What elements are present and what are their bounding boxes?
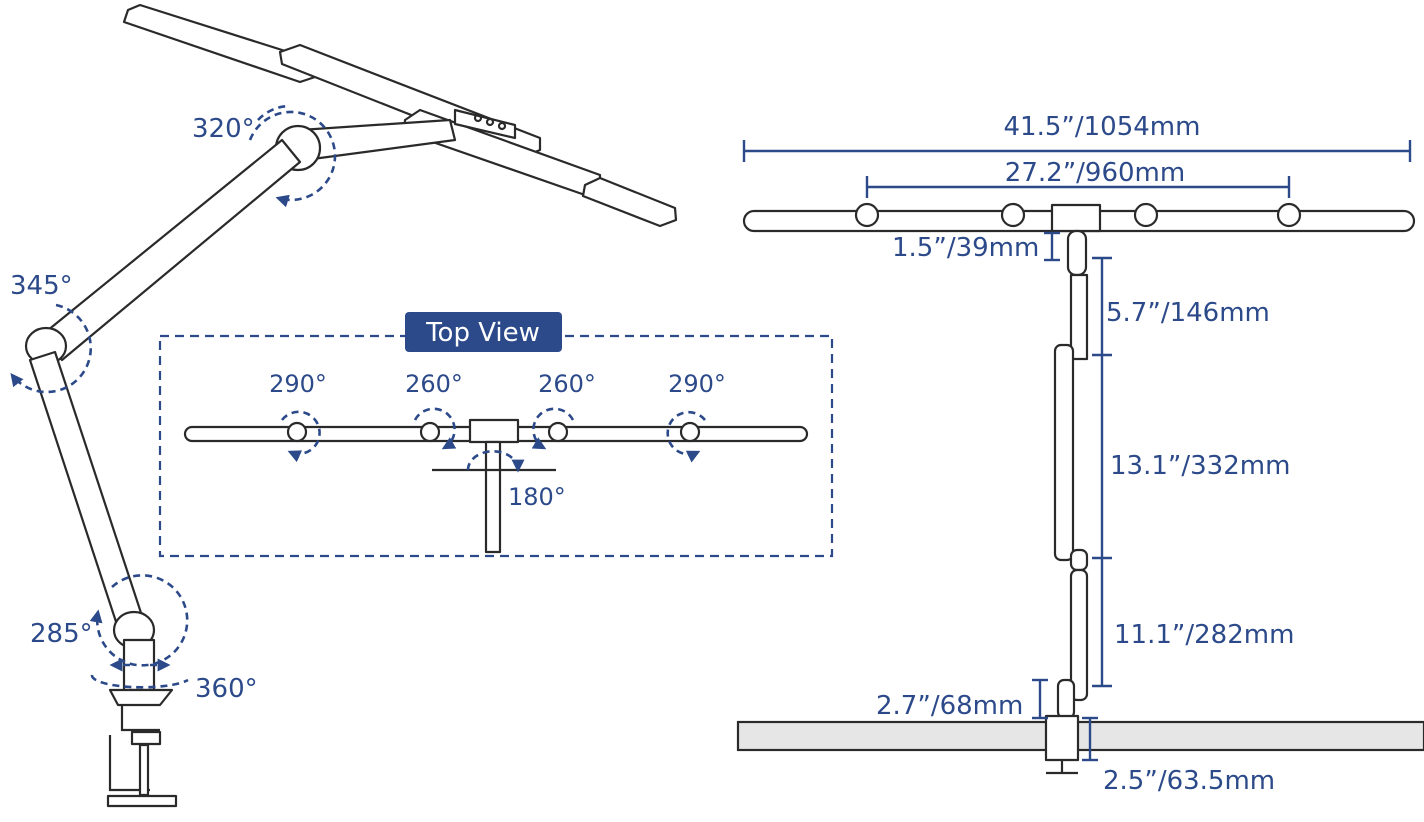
upper-arm (40, 138, 302, 362)
rotation-indicator-top (248, 104, 337, 208)
front-view-lower-arm (1069, 568, 1089, 702)
light-bar-hub (453, 108, 517, 140)
top-view-stem (484, 440, 502, 554)
top-view-rotation-1: 290° (269, 370, 327, 398)
label-middle-arm: 13.1”/332mm (1110, 451, 1290, 481)
label-hub-offset: 1.5”/39mm (892, 233, 1039, 263)
dimension-middle-arm (1092, 355, 1112, 560)
side-view-drawing: 320° 345° 285° 360° (10, 3, 678, 808)
top-view-joint-1 (286, 421, 308, 443)
top-view-rotation-center: 180° (508, 483, 566, 511)
top-view-panel: Top View 290° 260° 260° 290° 180° (158, 312, 834, 558)
desk-clamp (106, 688, 178, 808)
rotation-indicator-elbow (10, 303, 93, 394)
dimension-hub-offset (1044, 231, 1060, 262)
front-view-joint-2 (1000, 202, 1026, 228)
dimension-inner-width (865, 176, 1291, 198)
front-view-base-post (1056, 678, 1076, 720)
top-view-rotation-2: 260° (405, 370, 463, 398)
front-view-joint-3 (1133, 202, 1159, 228)
front-view-drawing: 41.5”/1054mm 27.2”/960mm 1.5”/39mm 5.7”/… (736, 112, 1424, 796)
top-view-joint-4 (679, 421, 701, 443)
dimension-lower-arm (1092, 558, 1112, 688)
top-view-title-badge (405, 312, 562, 352)
front-view-elbow-link (1069, 548, 1089, 572)
top-view-title: Top View (425, 318, 540, 348)
dimension-total-width (742, 140, 1412, 162)
label-clamp-range: 2.5”/63.5mm (1103, 766, 1275, 796)
dimension-base-height (1032, 678, 1048, 720)
rotation-label-swivel: 360° (195, 674, 258, 704)
rotation-label-base: 285° (30, 619, 93, 649)
label-total-width: 41.5”/1054mm (1004, 112, 1201, 142)
top-view-rotation-4: 290° (668, 370, 726, 398)
label-base-height: 2.7”/68mm (876, 691, 1023, 721)
label-upper-arm: 5.7”/146mm (1106, 298, 1270, 328)
rotation-label-top: 320° (192, 114, 255, 144)
front-view-connector (1066, 229, 1088, 277)
front-view-middle-arm (1053, 343, 1075, 562)
rotation-indicator-swivel (90, 658, 189, 689)
front-view-hub (1050, 203, 1102, 233)
front-view-joint-1 (854, 202, 880, 228)
top-view-rotation-indicators (280, 407, 707, 473)
top-view-joint-2 (419, 421, 441, 443)
rotation-label-elbow: 345° (10, 271, 73, 301)
top-view-rotation-3: 260° (538, 370, 596, 398)
top-view-joint-3 (547, 421, 569, 443)
dimension-clamp-range (1082, 716, 1098, 762)
desk-surface (736, 720, 1424, 752)
front-view-clamp (1044, 714, 1080, 762)
front-view-upper-arm (1069, 273, 1089, 361)
front-view-joint-4 (1276, 202, 1302, 228)
label-lower-arm: 11.1”/282mm (1114, 620, 1294, 650)
label-inner-width: 27.2”/960mm (1005, 158, 1185, 188)
rotation-indicator-base (89, 574, 189, 667)
top-view-hub (468, 418, 520, 444)
lower-arm (28, 350, 148, 642)
